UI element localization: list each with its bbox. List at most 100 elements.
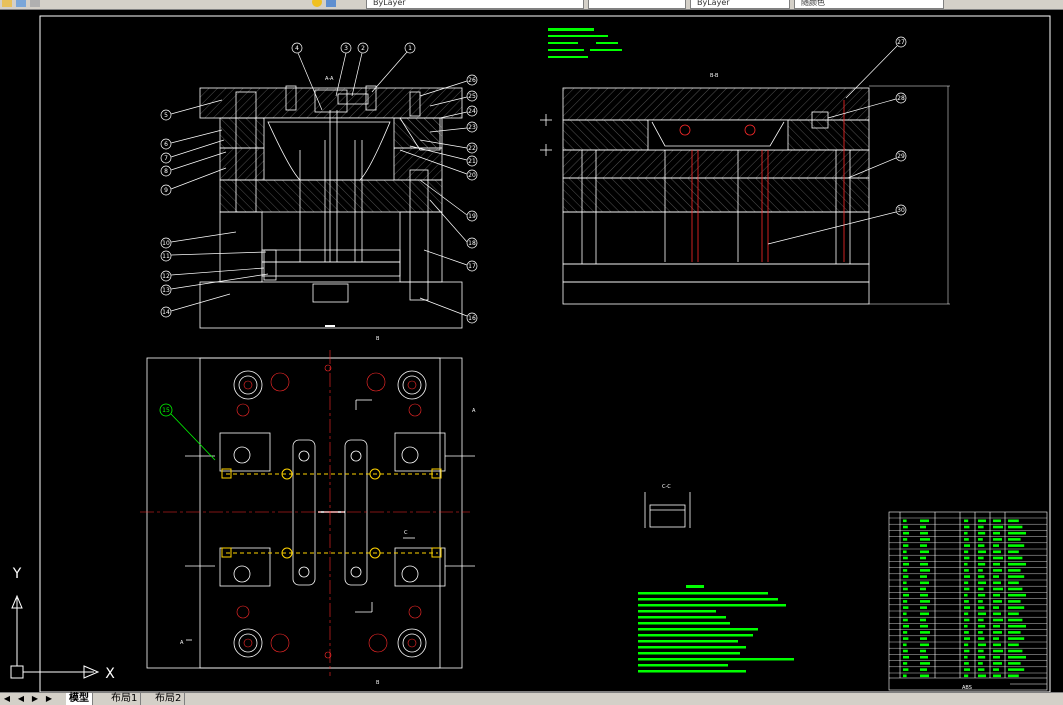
layout-tabs: ◀ ◀ ▶ ▶ 模型 布局1 布局2 — [0, 692, 1063, 705]
tab-model[interactable]: 模型 — [66, 693, 93, 705]
style-field[interactable] — [588, 0, 686, 9]
callout-30: 30 — [897, 207, 905, 214]
title-block-cell-mark — [1008, 519, 1019, 523]
title-block-cell-mark — [964, 643, 969, 647]
title-block-cell-mark — [964, 569, 969, 572]
title-block-cell-mark — [1008, 655, 1026, 659]
save-icon[interactable] — [16, 0, 26, 7]
layer-dropdown[interactable]: ByLayer — [366, 0, 584, 9]
title-block-cell-mark — [920, 662, 930, 665]
title-block-cell-mark — [978, 618, 984, 622]
tab-layout1[interactable]: 布局1 — [108, 693, 142, 705]
tab-layout2[interactable]: 布局2 — [152, 693, 186, 705]
callouts-right — [399, 74, 478, 324]
title-block-cell-mark — [1008, 606, 1025, 609]
title-block-cell-mark — [903, 562, 909, 566]
title-block-cell-mark — [920, 618, 926, 622]
folder-icon[interactable] — [2, 0, 12, 7]
callout-29: 29 — [897, 153, 905, 160]
title-block-cell-mark — [920, 643, 929, 647]
title-block-cell-mark — [903, 525, 908, 529]
title-block-cell-mark — [1008, 624, 1026, 628]
callout-4: 4 — [295, 45, 299, 52]
title-block-cell-mark — [978, 569, 983, 572]
title-block-cell-mark — [903, 569, 908, 572]
callout-23: 23 — [468, 124, 476, 131]
title-block-cell-mark — [964, 531, 968, 535]
title-block-cell-mark — [903, 612, 907, 616]
title-block-cell-mark — [1008, 544, 1025, 547]
callout-13: 13 — [162, 287, 170, 294]
title-block-cell-mark — [903, 631, 908, 634]
callout-6: 6 — [164, 141, 168, 148]
detail-title: C-C — [662, 484, 671, 490]
title-block-cell-mark — [920, 562, 928, 566]
title-block-cell-mark — [903, 531, 909, 535]
sun-icon[interactable] — [312, 0, 322, 7]
next-tab-arrow-icon[interactable]: ▶ — [31, 694, 39, 703]
title-block-cell-mark — [993, 519, 1001, 523]
callouts-right-labels: 26 25 24 23 22 21 20 19 18 17 16 — [468, 77, 476, 322]
color-dropdown[interactable]: 随颜色 — [794, 0, 944, 9]
section-mark-a-left: A — [180, 640, 184, 646]
title-block-cell-mark — [1008, 612, 1019, 616]
title-block-cell-mark — [978, 606, 985, 609]
section-mark-b-bottom: B — [376, 680, 380, 686]
callout-18: 18 — [468, 240, 476, 247]
detail-view: C-C — [644, 484, 691, 528]
title-block-cell-mark — [964, 556, 970, 560]
title-block-cell-mark — [903, 556, 908, 560]
title-block-cell-mark — [993, 655, 1000, 659]
title-block-cell-mark — [993, 612, 1001, 616]
last-tab-arrow-icon[interactable]: ▶ — [45, 694, 53, 703]
title-block-cell-mark — [964, 587, 970, 591]
title-block-cell-mark — [978, 538, 983, 541]
title-block-cell-mark — [920, 593, 928, 597]
callout-16: 16 — [468, 315, 476, 322]
first-tab-arrow-icon[interactable]: ◀ — [3, 694, 11, 703]
title-block-cell-mark — [993, 637, 999, 640]
print-icon[interactable] — [30, 0, 40, 7]
title-block-cell-mark — [1008, 581, 1019, 585]
title-block-cell-mark — [920, 606, 927, 609]
drawing-border — [39, 15, 1051, 692]
title-block-cell-mark — [978, 600, 983, 603]
title-block-cell-mark — [903, 600, 908, 603]
title-block-cell-mark — [964, 593, 968, 597]
title-block-rows — [889, 517, 1047, 678]
prev-tab-arrow-icon[interactable]: ◀ — [17, 694, 25, 703]
callout-15: 15 — [162, 407, 170, 414]
plan-view-green-callout — [159, 403, 216, 461]
title-block-cell-mark — [964, 562, 968, 566]
callout-26: 26 — [468, 77, 476, 84]
ucs-x-label: X — [105, 666, 115, 682]
title-block-cell-mark — [1008, 556, 1023, 560]
title-block-cell-mark — [903, 606, 909, 609]
title-block-cell-mark — [964, 600, 969, 603]
title-block-cell-mark — [920, 631, 930, 634]
title-block-cell-mark — [964, 606, 970, 609]
title-block-cell-mark — [978, 556, 984, 560]
title-block-cell-mark — [920, 575, 927, 578]
cube-icon[interactable] — [326, 0, 336, 7]
linetype-dropdown[interactable]: ByLayer — [690, 0, 790, 9]
title-block-cell-mark — [903, 674, 907, 678]
title-block-cell-mark — [920, 655, 928, 659]
callout-5: 5 — [164, 112, 168, 119]
title-block-cell-mark — [978, 674, 986, 678]
title-block-cell-mark — [920, 525, 926, 529]
callout-14: 14 — [162, 309, 170, 316]
callout-24: 24 — [468, 108, 476, 115]
title-block-cell-mark — [920, 544, 927, 547]
title-block-cell-mark — [964, 674, 969, 678]
title-block-cell-mark — [964, 575, 970, 578]
title-block-cell-mark — [978, 655, 986, 659]
title-block-cell-mark — [964, 655, 968, 659]
ucs-y-label: Y — [12, 566, 22, 582]
drawing-canvas[interactable]: A-A — [0, 10, 1063, 692]
title-block-cell-mark — [978, 525, 984, 529]
toolbar: ByLayer ByLayer 随颜色 — [0, 0, 1063, 10]
title-block-cell-mark — [978, 662, 983, 665]
title-block-cell-mark — [978, 668, 985, 671]
title-block-cell-mark — [1008, 643, 1019, 647]
